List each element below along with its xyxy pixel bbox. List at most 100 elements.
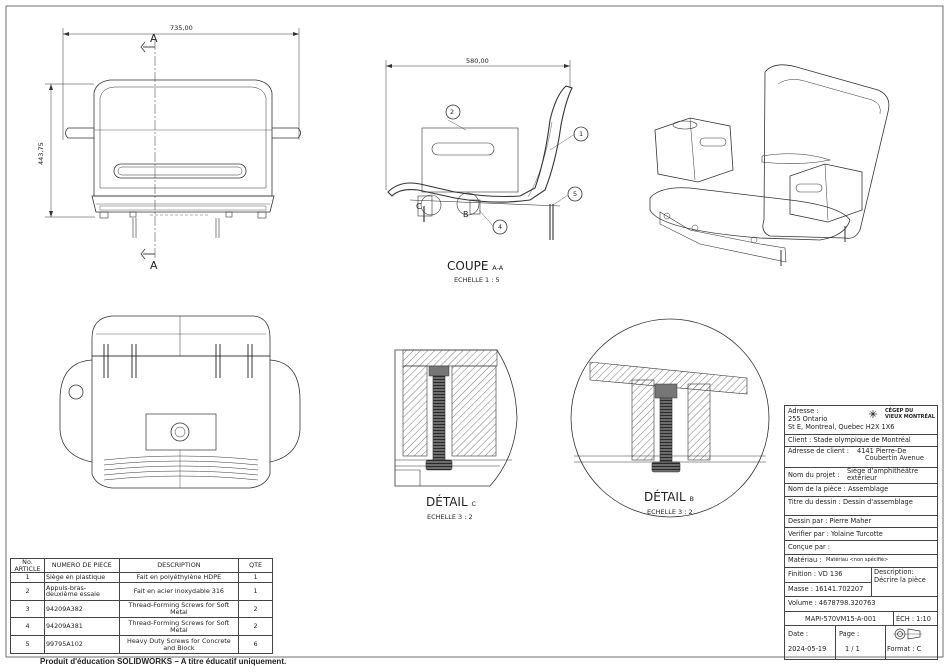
address-line-2: St E, Montreal, Quebec H2X 1X6 (788, 423, 895, 431)
balloon-5-label: 5 (573, 190, 578, 198)
bom-row: 2 Appuis-bras-deuxième essaie Fait en ac… (10, 581, 273, 601)
drawn-by: Dessin par : Pierre Maher (788, 517, 872, 525)
mass: Masse : 16141.702207 (788, 585, 864, 593)
bom-cell: 1 (238, 572, 273, 583)
date-value: 2024-05-19 (788, 645, 827, 653)
bom-cell: 99795A102 (43, 635, 120, 654)
description-value: Décrire la pièce (874, 576, 926, 584)
bom-cell: 2 (238, 599, 273, 619)
bom-cell: Thread-Forming Screws for Soft Metal (118, 599, 240, 619)
bom-cell: 2 (10, 581, 45, 601)
dim-height-443: 443,75 (37, 142, 45, 165)
page-value: 1 / 1 (845, 645, 860, 653)
bom-cell: Fait en polyéthylène HDPE (118, 572, 240, 583)
part-name: Nom de la pièce : Assemblage (788, 485, 889, 493)
detail-c-view (394, 349, 518, 487)
detail-b-marker: B (463, 210, 469, 219)
footer-notice: Produit d'éducation SOLIDWORKS – A titre… (40, 657, 287, 666)
dim-width-735: 735,00 (170, 24, 193, 32)
designed-by: Conçue par : (788, 543, 831, 551)
detail-c-marker: C (416, 202, 422, 211)
detail-b-title: DÉTAIL B (644, 491, 694, 503)
section-title-text: COUPE (447, 259, 489, 273)
description-label: Description: (874, 568, 914, 576)
bom-header-part: NUMERO DE PIECE (43, 557, 120, 574)
scale: ÉCH : 1:10 (896, 615, 931, 623)
bom-cell: 5 (10, 635, 45, 654)
address-label: Adresse : (788, 407, 819, 415)
format: Format : C (887, 645, 922, 653)
bom-cell: 94209A381 (43, 617, 120, 637)
bom-row: 3 94209A382 Thread-Forming Screws for So… (10, 599, 273, 619)
page-label: Page : (839, 630, 860, 638)
bill-of-materials: No. ARTICLE NUMERO DE PIECE DESCRIPTION … (10, 557, 273, 654)
client-address-label: Adresse de client : (788, 447, 849, 455)
balloon-2 (445, 104, 461, 120)
detail-c-scale: ECHELLE 3 : 2 (427, 513, 473, 521)
bom-cell: Thread-Forming Screws for Soft Metal (118, 617, 240, 637)
bom-cell: 2 (238, 617, 273, 637)
bom-header-article: No. ARTICLE (10, 557, 45, 574)
bom-cell: 3 (10, 599, 45, 619)
section-title-suffix: A-A (492, 264, 504, 272)
logo-text-2: VIEUX MONTRÉAL (885, 414, 935, 420)
drawing-title: Titre du dessin : Dessin d'assemblage (788, 498, 913, 506)
detail-b-title-text: DÉTAIL (644, 490, 686, 504)
bom-cell: Appuis-bras-deuxième essaie (43, 581, 120, 601)
bom-cell: Fait en acier inoxydable 316 (118, 581, 240, 601)
client-address-line-2: Coubertin Avenue (865, 454, 924, 462)
title-block: Adresse : 255 Ontario St E, Montreal, Qu… (784, 405, 938, 660)
isometric-view (649, 64, 890, 266)
client: Client : Stade olympique de Montréal (788, 436, 911, 444)
detail-b-view (570, 318, 770, 518)
bom-row: 4 94209A381 Thread-Forming Screws for So… (10, 617, 273, 637)
finish: Finition : VD 136 (788, 570, 843, 578)
section-marker-a-bottom: A (150, 259, 158, 272)
document-number: MAPI-570VM15-A-001 (805, 615, 877, 623)
project-label: Nom du projet : (788, 471, 840, 479)
detail-b-suffix: B (689, 495, 694, 503)
date-label: Date : (788, 630, 809, 638)
logo-text-1: CÉGEP DU (885, 408, 914, 414)
balloon-1-label: 1 (579, 130, 584, 138)
bom-cell: 1 (10, 572, 45, 583)
material-value: Matériau <non spécifié> (826, 557, 889, 563)
volume: Volume : 4678798.320763 (788, 599, 876, 607)
detail-c-title: DÉTAIL C (426, 496, 476, 508)
detail-b-scale: ECHELLE 3 : 2 (647, 508, 693, 516)
projection-symbol-icon (893, 628, 922, 640)
dim-section-580: 580,00 (466, 57, 489, 65)
address-line-1: 255 Ontario (788, 415, 828, 423)
detail-c-suffix: C (471, 500, 477, 508)
material-label: Matériau : (788, 556, 822, 564)
section-title: COUPE A-A (447, 260, 503, 272)
bom-row: 1 Siège en plastique Fait en polyéthylèn… (10, 572, 273, 583)
bom-row: 5 99795A102 Heavy Duty Screws for Concre… (10, 635, 273, 654)
section-a-a-view (385, 60, 576, 240)
section-marker-a-top: A (150, 32, 158, 45)
bom-cell: 4 (10, 617, 45, 637)
bom-header-description: DESCRIPTION (118, 557, 240, 574)
client-address-line-1: 4141 Pierre-De (857, 447, 907, 455)
bom-cell: Siège en plastique (43, 572, 120, 583)
section-scale: ECHELLE 1 : 5 (454, 276, 500, 284)
front-view (45, 28, 301, 260)
balloon-2-label: 2 (450, 108, 455, 116)
project-line-2: extérieur (847, 474, 877, 482)
balloon-5 (567, 186, 583, 202)
bom-header-qty: QTE (238, 557, 273, 574)
cegep-logo-icon (869, 410, 877, 418)
bom-cell: 1 (238, 581, 273, 601)
sheet-border (5, 5, 944, 658)
bom-cell: Heavy Duty Screws for Concrete and Block (118, 635, 240, 654)
balloon-1 (573, 126, 589, 142)
detail-c-title-text: DÉTAIL (426, 495, 468, 509)
checked-by: Verifier par : Yolaine Turcotte (788, 530, 883, 538)
bottom-view (59, 315, 301, 489)
bom-cell: 94209A382 (43, 599, 120, 619)
balloon-4-label: 4 (498, 223, 503, 231)
bom-cell: 6 (238, 635, 273, 654)
project-line-1: Siège d'amphithéâtre (847, 467, 919, 475)
balloon-4 (492, 219, 508, 235)
